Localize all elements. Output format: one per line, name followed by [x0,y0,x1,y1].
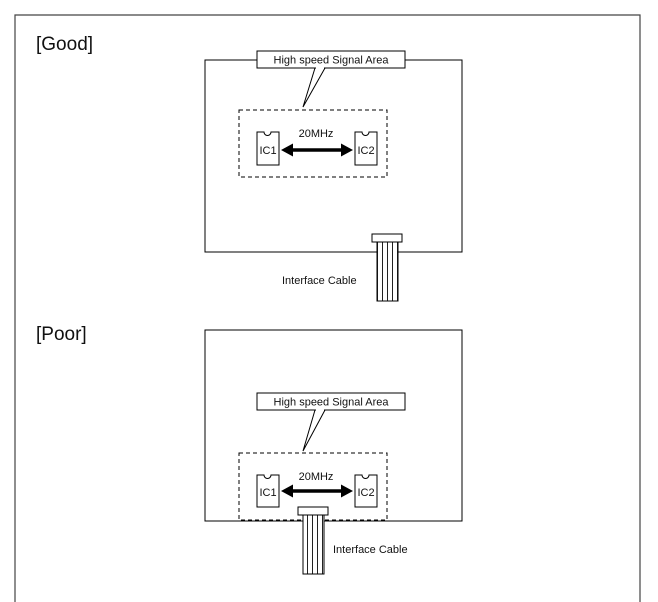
good-callout-label: High speed Signal Area [274,55,390,67]
good-ic1-label: IC1 [259,145,276,157]
poor-interface-cable [297,506,329,575]
good-cable-label: Interface Cable [282,275,357,287]
good-callout: High speed Signal Area [256,50,406,108]
good-pcb-board [204,59,463,253]
poor-frequency-label: 20MHz [299,471,334,483]
poor-ic1-label: IC1 [259,487,276,499]
good-interface-cable [371,233,403,302]
poor-signal-arrow [281,484,353,498]
poor-ic1-chip: IC1 [256,474,280,508]
poor-callout: High speed Signal Area [256,392,406,452]
good-ic2-chip: IC2 [354,131,378,166]
poor-heading: [Poor] [36,324,87,345]
good-signal-arrow [281,143,353,157]
poor-example: [Poor] High speed Signal Area IC1 IC2 20… [36,324,463,575]
good-ic2-label: IC2 [357,145,374,157]
poor-pcb-board [204,329,463,522]
good-frequency-label: 20MHz [299,128,334,140]
poor-callout-label: High speed Signal Area [274,397,390,409]
good-ic1-chip: IC1 [256,131,280,166]
good-high-speed-area [238,109,388,178]
good-example: [Good] High speed Signal Area IC1 IC2 20… [36,34,463,302]
outer-frame [14,14,641,602]
poor-ic2-chip: IC2 [354,474,378,508]
good-heading: [Good] [36,34,93,55]
poor-cable-label: Interface Cable [333,544,408,556]
poor-ic2-label: IC2 [357,487,374,499]
